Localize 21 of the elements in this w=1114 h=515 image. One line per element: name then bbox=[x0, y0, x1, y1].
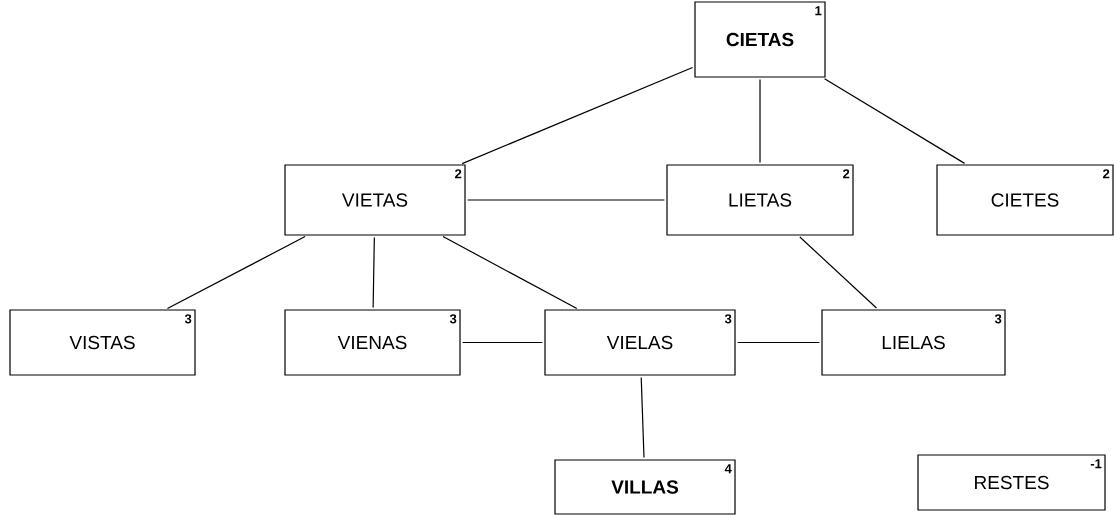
word-box: RESTES -1 bbox=[917, 454, 1106, 511]
word-box: VIELAS 3 bbox=[544, 309, 736, 376]
connector-line bbox=[640, 377, 645, 458]
connector-line bbox=[467, 199, 665, 201]
word-box: LIELAS 3 bbox=[821, 309, 1006, 376]
connector-line bbox=[737, 341, 820, 344]
connector-line bbox=[461, 66, 694, 165]
word-box: LIETAS 2 bbox=[666, 164, 854, 236]
connector-line bbox=[372, 237, 375, 308]
connector-line bbox=[442, 235, 578, 310]
connector-line bbox=[759, 79, 761, 163]
word-box: VIENAS 3 bbox=[284, 309, 461, 376]
word-box: CIETES 2 bbox=[936, 164, 1114, 236]
word-box: VIETAS 2 bbox=[284, 164, 466, 236]
word-box: CIETAS 1 bbox=[694, 1, 826, 78]
connector-line bbox=[462, 341, 543, 344]
connector-line bbox=[166, 235, 306, 310]
word-box: VISTAS 3 bbox=[9, 309, 196, 376]
connector-line bbox=[799, 236, 878, 309]
word-box: VILLAS 4 bbox=[554, 459, 736, 515]
connector-line bbox=[823, 78, 966, 164]
